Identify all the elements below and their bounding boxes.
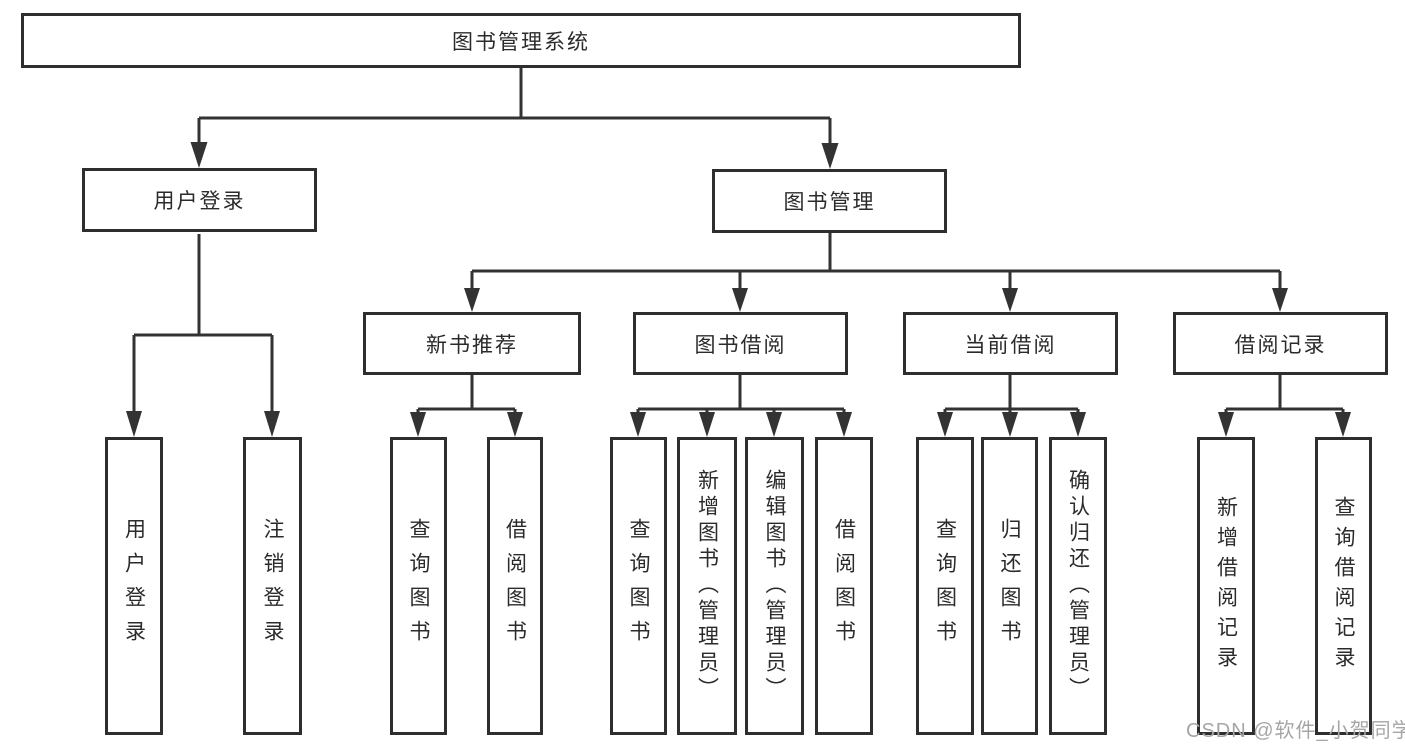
leaf-label: 查询借阅记录 (1332, 496, 1355, 676)
leaf-edit-books-admin: 编辑图书（管理员） (745, 437, 804, 735)
leaf-label: 新增借阅记录 (1214, 496, 1238, 676)
node-new-book-recommend: 新书推荐 (363, 312, 581, 375)
csdn-watermark: CSDN @软件_小贺同学 (1186, 720, 1405, 742)
leaf-borrow-books: 借阅图书 (487, 437, 543, 735)
leaf-logout: 注销登录 (243, 437, 302, 735)
node-label: 图书借阅 (694, 333, 787, 357)
leaf-label: 归还图书 (998, 518, 1021, 654)
node-current-borrowing: 当前借阅 (903, 312, 1118, 375)
leaf-query-books: 查询图书 (390, 437, 447, 735)
leaf-label: 编辑图书（管理员） (763, 469, 786, 703)
leaf-add-borrow-record: 新增借阅记录 (1197, 437, 1255, 735)
leaf-label: 用户登录 (122, 518, 146, 654)
leaf-label: 查询图书 (407, 518, 430, 654)
leaf-borrow-books: 借阅图书 (815, 437, 873, 735)
leaf-label: 借阅图书 (832, 518, 856, 654)
leaf-label: 查询图书 (627, 518, 650, 654)
node-label: 新书推荐 (426, 333, 518, 357)
leaf-query-books: 查询图书 (610, 437, 667, 735)
leaf-user-login: 用户登录 (105, 437, 163, 735)
leaf-return-books: 归还图书 (981, 437, 1038, 735)
leaf-label: 注销登录 (261, 518, 284, 654)
leaf-label: 确认归还（管理员） (1066, 469, 1090, 703)
node-book-management: 图书管理 (712, 169, 947, 233)
leaf-query-borrow-record: 查询借阅记录 (1315, 437, 1372, 735)
node-label: 当前借阅 (964, 333, 1057, 357)
node-label: 借阅记录 (1234, 333, 1327, 357)
connector-lines (132, 68, 1345, 415)
node-label: 图书管理系统 (452, 30, 590, 54)
leaf-label: 查询图书 (933, 518, 957, 654)
leaf-label: 新增图书（管理员） (695, 469, 719, 703)
leaf-label: 借阅图书 (503, 518, 527, 654)
leaf-confirm-return-admin: 确认归还（管理员） (1049, 437, 1107, 735)
node-user-login: 用户登录 (82, 168, 317, 232)
leaf-query-books: 查询图书 (916, 437, 974, 735)
node-book-borrowing: 图书借阅 (633, 312, 848, 375)
leaf-add-books-admin: 新增图书（管理员） (677, 437, 737, 735)
node-label: 用户登录 (153, 190, 246, 213)
node-library-management-system: 图书管理系统 (21, 13, 1021, 68)
node-label: 图书管理 (783, 191, 876, 214)
arrowhead-icons (126, 142, 1351, 437)
node-borrowing-records: 借阅记录 (1173, 312, 1388, 375)
